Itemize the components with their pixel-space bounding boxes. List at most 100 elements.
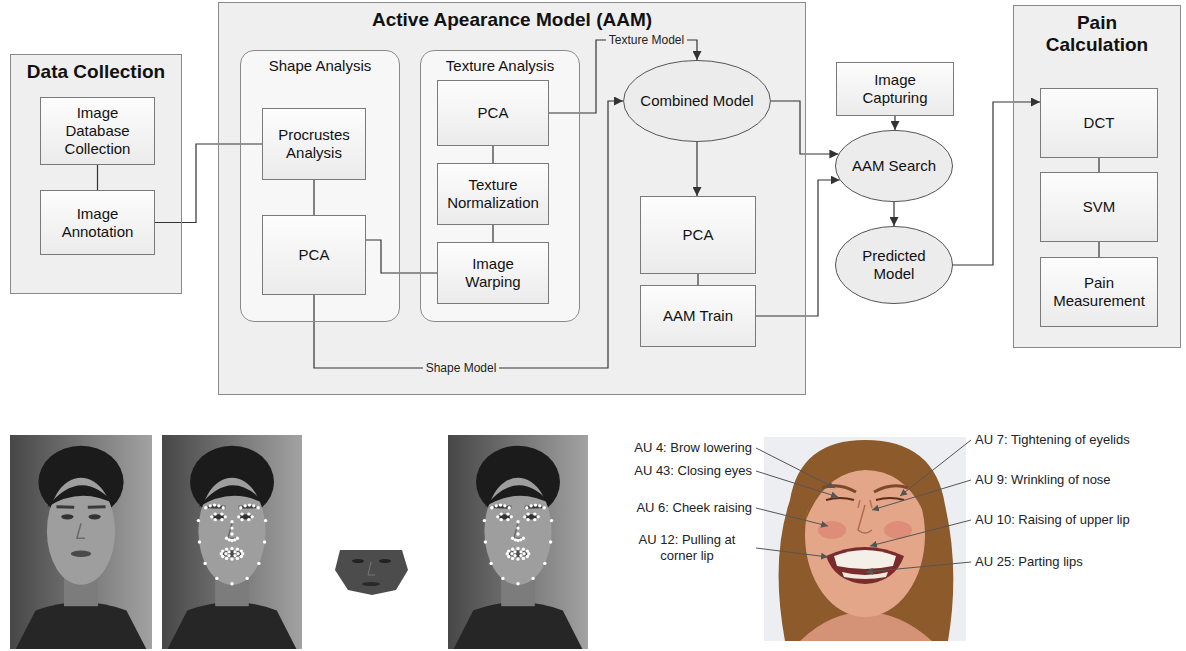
panel-fill	[218, 2, 806, 395]
connector	[697, 274, 698, 285]
panel-fill	[1013, 5, 1181, 348]
model-ellipse: AAM Search	[835, 130, 953, 202]
landmark-dot	[522, 547, 525, 550]
landmark-dot	[519, 554, 522, 557]
landmark-dot	[263, 540, 266, 543]
landmark-dot	[247, 512, 250, 515]
node-label: AAM Train	[663, 307, 733, 325]
landmark-dot	[516, 532, 519, 535]
texture-shape	[335, 550, 408, 595]
node-label: Texture Normalization	[443, 176, 543, 212]
panel-fill	[240, 50, 400, 322]
landmark-dot	[247, 518, 250, 521]
landmark-dot	[489, 562, 492, 565]
group-heading: Active Apearance Model (AAM)	[219, 9, 805, 31]
landmark-dot	[236, 537, 239, 540]
connector	[1098, 158, 1099, 172]
landmark-dot	[236, 547, 239, 550]
leader-line	[872, 480, 971, 510]
process-box: Image Annotation	[40, 190, 155, 255]
landmark-dot	[225, 547, 228, 550]
landmark-dot	[264, 519, 267, 522]
landmark-dot	[236, 557, 239, 560]
node-label: Image Annotation	[46, 205, 149, 241]
landmark-dot	[230, 547, 233, 550]
node-label: Image Warping	[443, 255, 543, 291]
landmark-dot	[233, 554, 236, 557]
photo-background	[448, 435, 588, 649]
landmark-dot	[240, 512, 243, 515]
landmark-dot	[240, 549, 243, 552]
connector	[155, 144, 262, 223]
group-heading: Data Collection	[11, 61, 181, 83]
landmark-dot	[239, 506, 242, 509]
node-label: Pain Measurement	[1046, 274, 1152, 310]
mouth	[71, 551, 91, 557]
process-box: Texture Normalization	[437, 163, 549, 225]
landmark-dot	[506, 518, 509, 521]
connector	[313, 180, 314, 215]
landmark-dot	[245, 577, 248, 580]
leader-line	[900, 440, 971, 496]
eyebrow	[56, 505, 74, 509]
action-unit-label: AU 12: Pulling at corner lip	[622, 532, 752, 564]
landmark-dot	[522, 537, 525, 540]
process-box: Image Warping	[437, 242, 549, 304]
connector	[894, 116, 895, 130]
landmark-dot	[248, 503, 251, 506]
mouth	[362, 582, 380, 586]
landmark-dot	[222, 506, 225, 509]
landmark-dot	[230, 557, 233, 560]
landmark-dot	[516, 520, 519, 523]
face-photo	[10, 435, 152, 649]
hair	[779, 440, 954, 641]
leader-line	[756, 471, 838, 497]
landmark-dot	[240, 555, 243, 558]
landmark-dot	[534, 503, 537, 506]
nose	[858, 505, 872, 533]
action-unit-label: AU 6: Cheek raising	[636, 500, 752, 516]
panel-fill	[420, 50, 580, 322]
group-heading: Texture Analysis	[421, 57, 579, 75]
teeth	[842, 572, 888, 579]
landmark-dot	[252, 504, 255, 507]
fringe	[198, 485, 265, 507]
node-label: Combined Model	[640, 92, 753, 110]
process-box: AAM Train	[640, 285, 756, 347]
group-panel: Data CollectionImage Database Collection…	[10, 54, 182, 294]
landmark-dot	[503, 504, 506, 507]
landmark-dot	[511, 557, 514, 560]
process-box: DCT	[1040, 88, 1158, 158]
landmark-dot	[197, 519, 200, 522]
landmark-dot	[243, 504, 246, 507]
fringe	[806, 452, 925, 520]
landmark-dot	[227, 550, 230, 553]
landmark-dot	[225, 557, 228, 560]
landmark-dot	[506, 512, 509, 515]
landmark-dot	[536, 515, 539, 518]
landmark-dot	[543, 562, 546, 565]
landmark-dot	[526, 512, 529, 515]
nose	[514, 523, 522, 538]
leader-line	[866, 562, 971, 572]
landmark-dot	[522, 552, 525, 555]
node-label: PCA	[683, 226, 714, 244]
connector	[97, 165, 98, 190]
shirt	[16, 602, 147, 649]
landmark-dot	[240, 518, 243, 521]
process-box: PCA	[640, 196, 756, 274]
process-box: SVM	[1040, 172, 1158, 242]
process-box: PCA	[437, 80, 549, 146]
leader-line	[870, 520, 971, 546]
panel-fill	[10, 54, 182, 294]
landmark-dot	[525, 506, 528, 509]
node-label: Procrustes Analysis	[268, 126, 360, 162]
landmark-dot	[214, 518, 217, 521]
landmark-dot	[484, 540, 487, 543]
landmark-dot	[213, 503, 216, 506]
landmark-dot	[217, 504, 220, 507]
landmark-dot	[233, 550, 236, 553]
